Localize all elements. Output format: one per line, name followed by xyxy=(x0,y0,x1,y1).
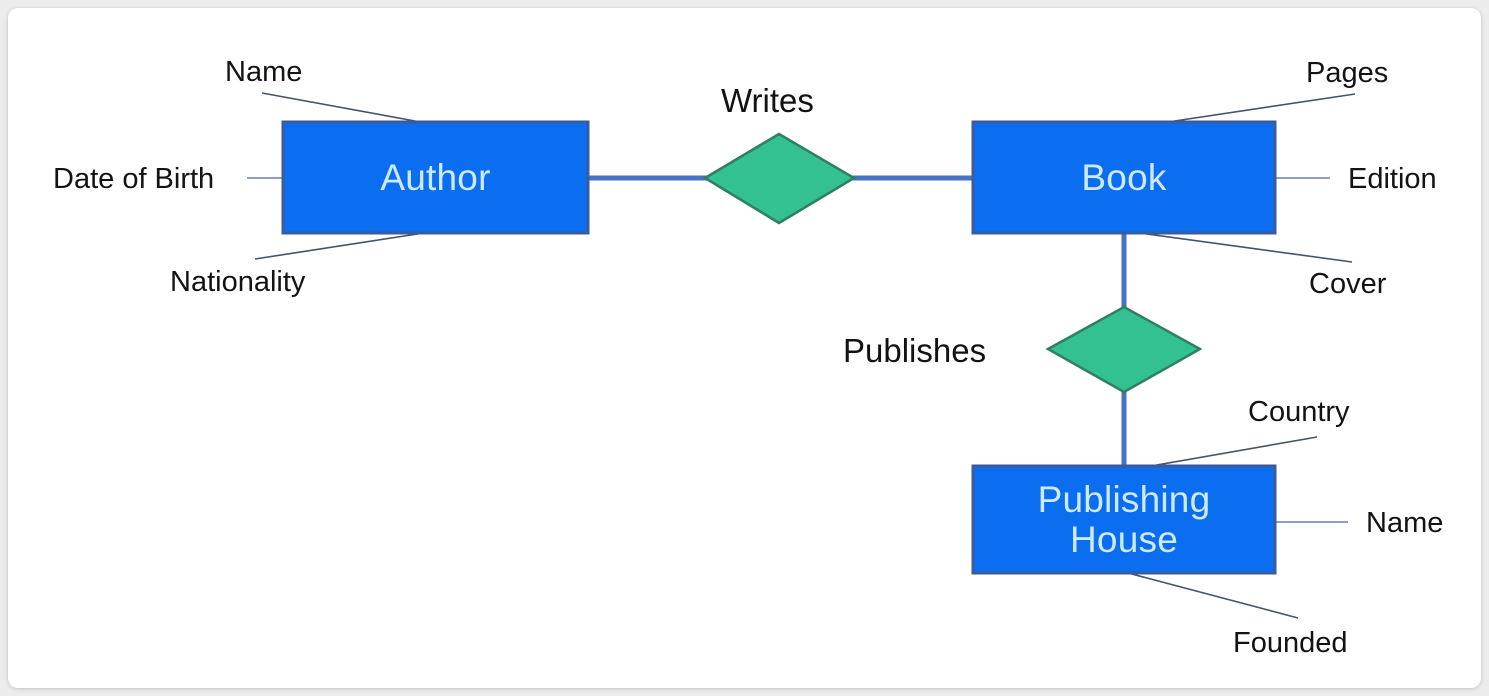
diagram-shapes-layer xyxy=(247,92,1356,619)
entity-box-author[interactable] xyxy=(281,120,590,235)
attribute-label-author-date-of-birth: Date of Birth xyxy=(53,163,215,195)
attribute-label-author-name: Name xyxy=(225,56,303,88)
relationship-label-writes: Writes xyxy=(721,82,814,119)
er-diagram: Author Book Publishing House Writes Publ… xyxy=(8,8,1481,688)
attr-line-book-pages xyxy=(1147,93,1356,126)
attribute-label-author-nationality: Nationality xyxy=(170,266,306,298)
entity-label-publishing-house: Publishing House xyxy=(1037,478,1211,560)
relationship-label-publishes: Publishes xyxy=(843,332,987,369)
entity-box-book[interactable] xyxy=(971,120,1277,235)
diagram-canvas: Author Book Publishing House Writes Publ… xyxy=(8,8,1481,688)
entity-label-book: Book xyxy=(1081,156,1167,198)
attr-line-book-cover xyxy=(1139,232,1353,263)
relationship-diamond-writes[interactable] xyxy=(702,132,857,225)
attribute-label-publishing-house-founded: Founded xyxy=(1233,627,1348,659)
entity-label-author: Author xyxy=(380,156,491,198)
attribute-label-publishing-house-country: Country xyxy=(1248,396,1350,428)
relationship-diamond-publishes[interactable] xyxy=(1045,305,1203,394)
attr-line-author-nationality xyxy=(254,230,438,260)
attribute-label-book-pages: Pages xyxy=(1306,57,1389,89)
attribute-label-book-cover: Cover xyxy=(1309,268,1387,300)
attribute-label-publishing-house-name: Name xyxy=(1366,507,1444,539)
attr-line-author-name xyxy=(261,92,438,126)
entity-box-publishing-house[interactable] xyxy=(971,464,1277,575)
attr-line-ph-country xyxy=(1139,436,1318,469)
attribute-label-book-edition: Edition xyxy=(1348,163,1437,195)
attr-line-ph-founded xyxy=(1127,572,1299,619)
